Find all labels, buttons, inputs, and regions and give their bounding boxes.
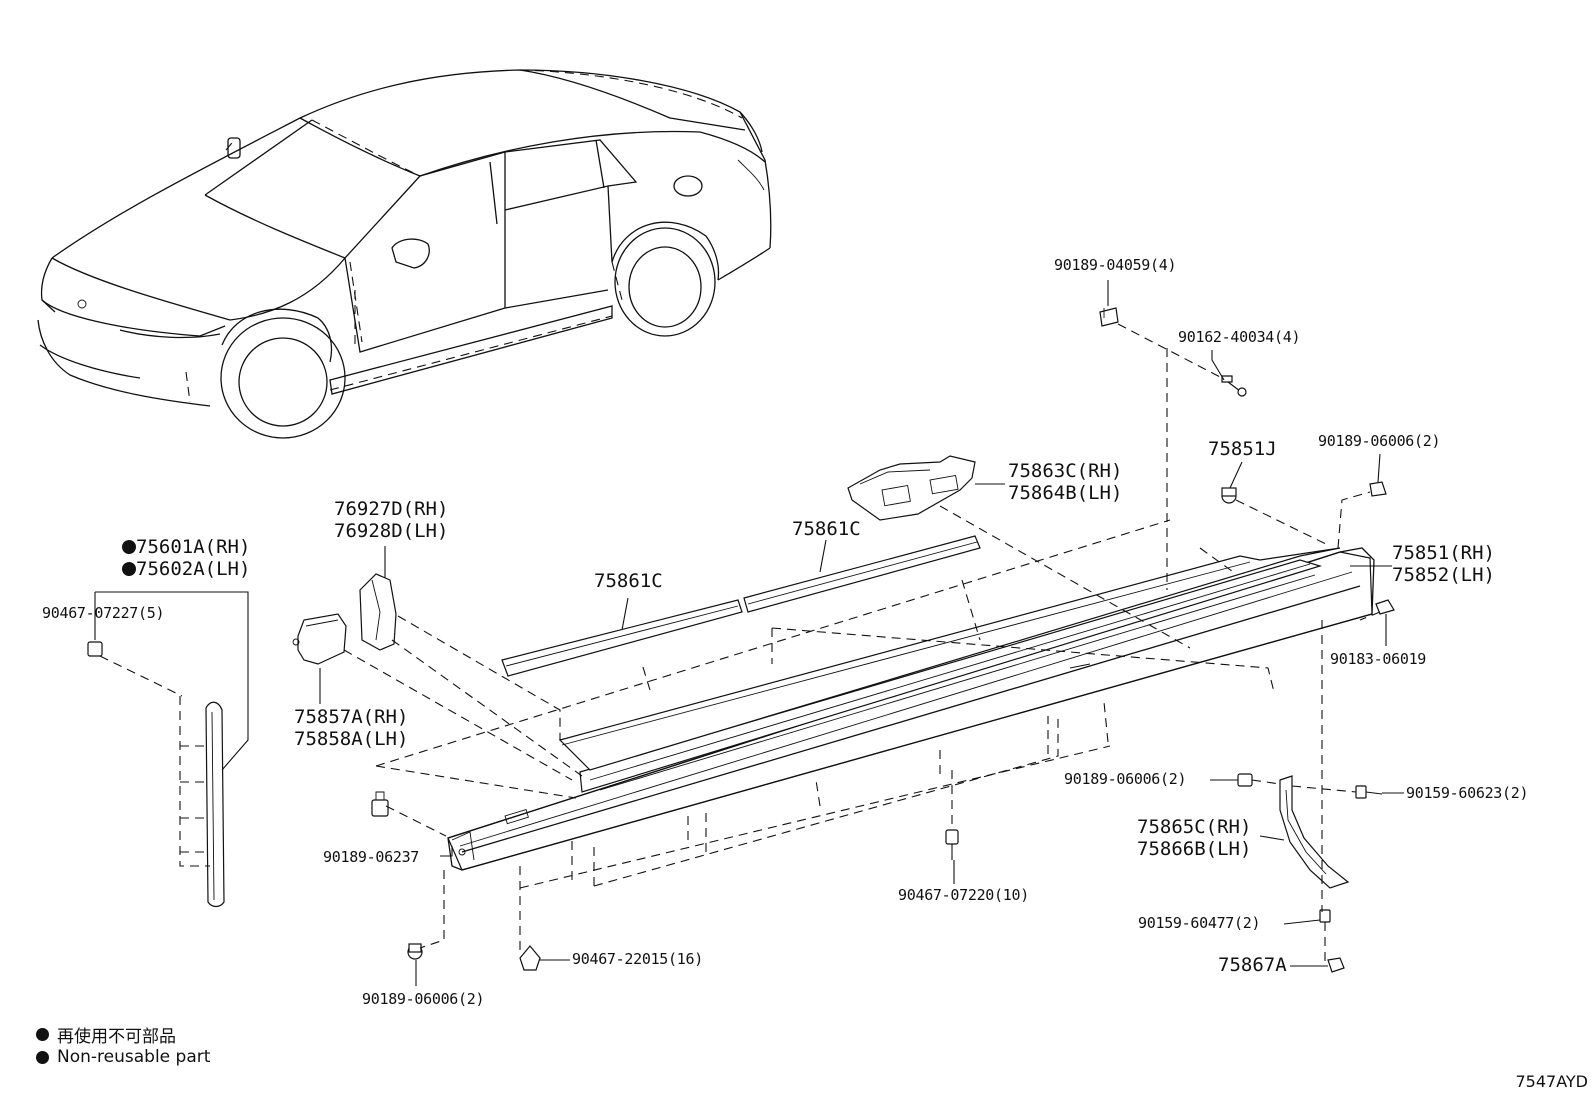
- label-75852: 75852(LH): [1392, 564, 1495, 586]
- illustration-code: 7547AYD: [1515, 1072, 1588, 1091]
- label-90467-07227: 90467-07227(5): [42, 604, 165, 622]
- label-75861C-upper: 75861C: [792, 518, 861, 540]
- clip-90189-06006-bottom-icon: [407, 943, 423, 960]
- clip-90467-07227-icon: [87, 641, 103, 657]
- label-75866B: 75866B(LH): [1137, 838, 1252, 860]
- label-90189-06006-top: 90189-06006(2): [1318, 432, 1441, 450]
- strip-75861C-lower: [501, 599, 743, 677]
- label-90189-04059: 90189-04059(4): [1054, 256, 1177, 274]
- legend-japanese: 再使用不可部品: [36, 1022, 176, 1047]
- nut-90189-06006-mid-icon: [1237, 773, 1253, 787]
- label-90189-06006-mid: 90189-06006(2): [1064, 770, 1187, 788]
- label-90189-06006-bottom: 90189-06006(2): [362, 990, 485, 1008]
- label-90162-40034: 90162-40034(4): [1178, 328, 1301, 346]
- label-75863C: 75863C(RH): [1008, 460, 1123, 482]
- leader-lines: [94, 280, 1404, 986]
- bracket-75865C: [1279, 775, 1350, 889]
- nut-75867A-icon: [1327, 957, 1345, 973]
- label-90467-07220: 90467-07220(10): [898, 886, 1029, 904]
- non-reusable-dot-icon: [36, 1050, 49, 1064]
- label-90189-06237: 90189-06237: [323, 848, 420, 866]
- rocker-panel-75851: [447, 547, 1375, 871]
- clip-90189-04059-icon: [1099, 307, 1119, 327]
- legend-english: Non-reusable part: [36, 1047, 210, 1067]
- label-75851J: 75851J: [1208, 438, 1277, 460]
- label-76927D: 76927D(RH): [334, 498, 449, 520]
- nut-90183-06019-icon: [1375, 599, 1395, 615]
- label-90159-60623: 90159-60623(2): [1406, 784, 1529, 802]
- label-75864B: 75864B(LH): [1008, 482, 1123, 504]
- pad-76927D: [359, 573, 397, 651]
- label-75867A: 75867A: [1218, 954, 1287, 976]
- non-reusable-dot-icon: [36, 1028, 49, 1041]
- strip-75861C-upper: [743, 535, 981, 613]
- clip-90467-22015-icon: [519, 945, 541, 971]
- bolt-90159-60623-icon: [1355, 785, 1383, 799]
- label-90159-60477: 90159-60477(2): [1138, 914, 1261, 932]
- bracket-75863C: [847, 455, 976, 521]
- non-reusable-dot-icon: [122, 562, 136, 576]
- legend-english-text: Non-reusable part: [57, 1047, 211, 1067]
- label-75601A: 75601A(RH): [122, 536, 250, 559]
- non-reusable-dot-icon: [122, 540, 136, 554]
- legend-japanese-text: 再使用不可部品: [57, 1027, 176, 1047]
- clip-90467-07220-icon: [945, 829, 959, 860]
- label-76928D: 76928D(LH): [334, 520, 449, 542]
- label-90183-06019: 90183-06019: [1330, 650, 1427, 668]
- mudguard-75601A: [205, 701, 225, 908]
- nut-90189-06006-top-icon: [1369, 481, 1387, 497]
- label-75865C: 75865C(RH): [1137, 816, 1252, 838]
- assembly-lines: [99, 323, 1381, 962]
- clip-75851J-icon: [1221, 487, 1237, 504]
- label-75851: 75851(RH): [1392, 542, 1495, 564]
- label-75857A: 75857A(RH): [294, 706, 409, 728]
- label-75861C-lower: 75861C: [594, 570, 663, 592]
- pad-75857A: [292, 613, 347, 665]
- clip-90189-06237-icon: [371, 791, 389, 817]
- label-75858A: 75858A(LH): [294, 728, 409, 750]
- label-90467-22015: 90467-22015(16): [572, 950, 703, 968]
- screw-90162-40034-icon: [1221, 375, 1247, 397]
- label-75602A: 75602A(LH): [122, 558, 250, 581]
- vehicle-illustration: [37, 69, 772, 439]
